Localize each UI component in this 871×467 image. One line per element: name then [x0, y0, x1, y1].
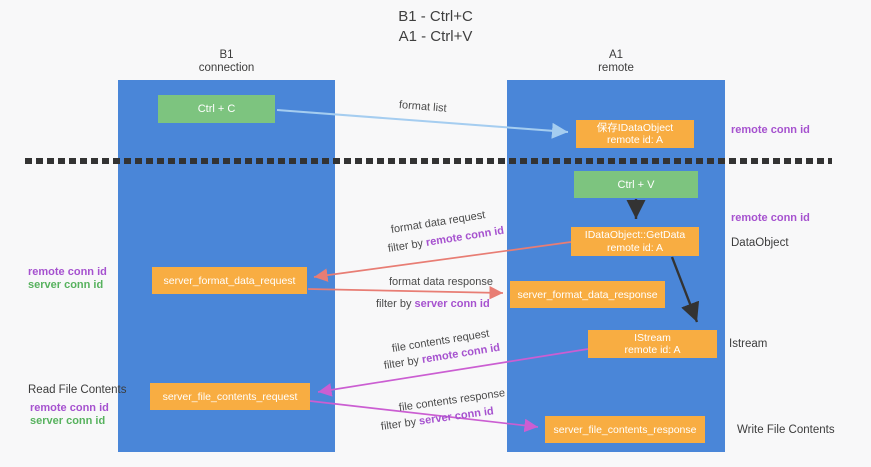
- dataobject-label: DataObject: [731, 237, 789, 249]
- getdata-line1: IDataObject::GetData: [584, 229, 686, 241]
- istream-line1: IStream: [634, 331, 671, 344]
- ctrl-v-box: Ctrl + V: [574, 171, 698, 198]
- filter-by-text: filter by: [380, 415, 420, 433]
- read-file-contents-label: Read File Contents: [28, 384, 127, 396]
- remote-conn-id-label-top-left: remote conn id: [28, 266, 107, 278]
- ctrl-v-label: Ctrl + V: [617, 178, 655, 191]
- remote-conn-id-label-getdata: remote conn id: [731, 212, 810, 224]
- column-header-a1: A1 remote: [507, 49, 725, 75]
- server-format-data-request-label: server_format_data_request: [163, 274, 296, 287]
- server-conn-id-label-top-left: server conn id: [28, 279, 104, 291]
- idataobject-getdata-box: IDataObject::GetData remote id: A: [571, 227, 699, 256]
- server-file-contents-request-box: server_file_contents_request: [150, 383, 310, 410]
- column-header-b1: B1 connection: [118, 49, 335, 75]
- write-file-contents-label: Write File Contents: [737, 424, 835, 436]
- server-file-contents-request-label: server_file_contents_request: [162, 390, 298, 403]
- save-idataobject-line1: 保存IDataObject: [596, 121, 674, 134]
- remote-conn-id-label-save: remote conn id: [731, 124, 810, 136]
- column-b1-name: B1: [219, 49, 234, 61]
- arrow-format-data-response: [307, 285, 504, 300]
- format-list-label: format list: [398, 99, 448, 115]
- server-format-data-response-box: server_format_data_response: [510, 281, 665, 308]
- filter-by-text: filter by: [387, 237, 427, 255]
- ctrl-c-box: Ctrl + C: [158, 95, 275, 123]
- server-conn-id-inline: server conn id: [414, 298, 490, 310]
- remote-conn-id-label-bottom-left: remote conn id: [30, 402, 109, 414]
- server-file-contents-response-label: server_file_contents_response: [553, 423, 697, 436]
- server-format-data-request-box: server_format_data_request: [152, 267, 307, 294]
- ctrl-c-label: Ctrl + C: [197, 103, 236, 115]
- page-title: B1 - Ctrl+C A1 - Ctrl+V: [0, 7, 871, 47]
- filter-by-text: filter by: [376, 298, 415, 310]
- format-data-response-label: format data response: [389, 276, 493, 288]
- dashed-separator-line: [25, 158, 832, 164]
- save-idataobject-box: 保存IDataObject remote id: A: [576, 120, 694, 148]
- istream-side-label: Istream: [729, 338, 768, 350]
- format-data-response-filter-label: filter by server conn id: [376, 298, 490, 310]
- title-line-2: A1 - Ctrl+V: [398, 28, 473, 45]
- server-file-contents-response-box: server_file_contents_response: [545, 416, 705, 443]
- istream-box: IStream remote id: A: [588, 330, 717, 358]
- filter-by-text: filter by: [383, 354, 423, 372]
- column-b1-role: connection: [198, 62, 255, 74]
- column-a1-name: A1: [608, 49, 624, 61]
- getdata-line2: remote id: A: [606, 241, 664, 254]
- istream-line2: remote id: A: [624, 344, 681, 356]
- file-contents-response-filter-label: filter by server conn id: [380, 405, 494, 433]
- server-conn-id-label-bottom-left: server conn id: [30, 415, 106, 427]
- save-idataobject-line2: remote id: A: [606, 134, 664, 146]
- server-format-data-response-label: server_format_data_response: [517, 288, 658, 301]
- column-a1-role: remote: [598, 62, 634, 74]
- title-line-1: B1 - Ctrl+C: [398, 8, 473, 25]
